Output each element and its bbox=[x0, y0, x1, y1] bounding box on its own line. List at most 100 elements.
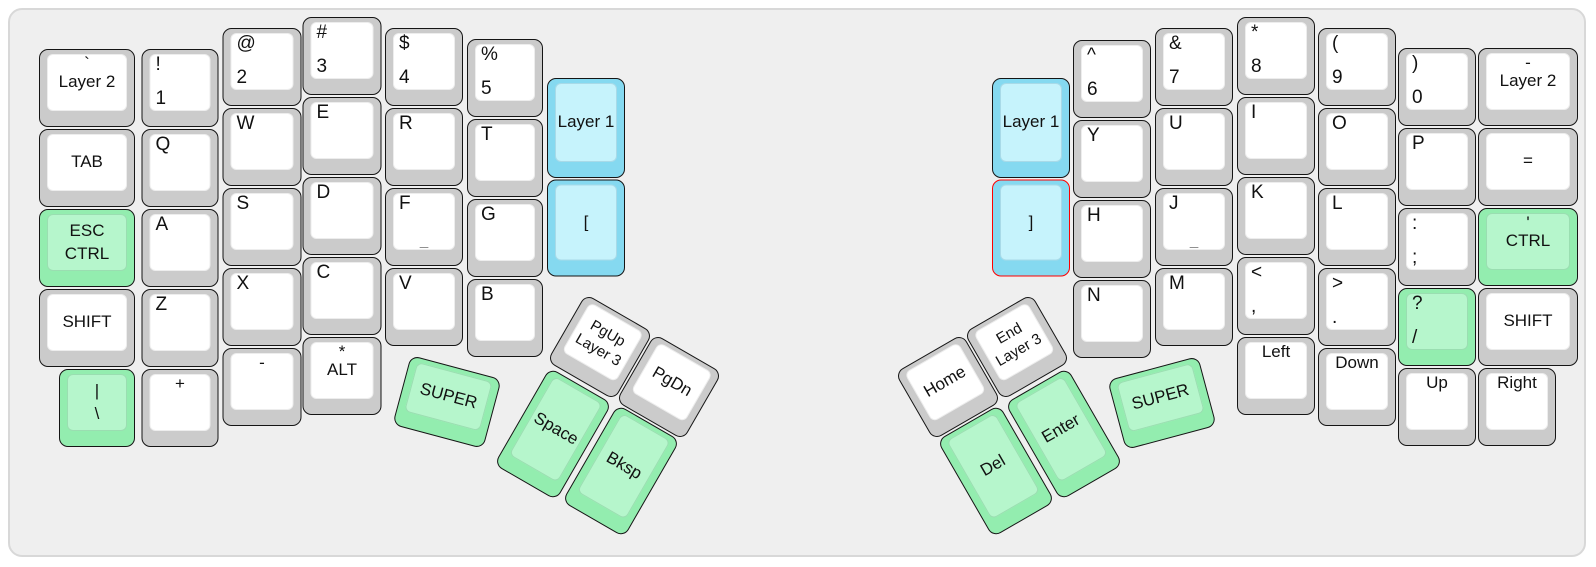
key-grave-layer2-label: ` bbox=[84, 54, 90, 73]
key-8-label: 8 bbox=[1251, 56, 1262, 78]
key-down-arrow[interactable]: Down bbox=[1318, 348, 1396, 426]
key-shift-right[interactable]: SHIFT bbox=[1478, 288, 1578, 366]
key-8[interactable]: *8 bbox=[1237, 17, 1315, 95]
key-up-arrow[interactable]: Up bbox=[1398, 368, 1476, 446]
key-a[interactable]: A bbox=[141, 209, 219, 287]
key-layer1-right-label: Layer 1 bbox=[1002, 112, 1060, 132]
key-shift-right-cap: SHIFT bbox=[1486, 293, 1570, 350]
key-r[interactable]: R bbox=[385, 108, 463, 186]
key-quote-ctrl-cap: 'CTRL bbox=[1486, 213, 1570, 270]
key-layer1-left[interactable]: Layer 1 bbox=[547, 78, 625, 178]
key-z[interactable]: Z bbox=[141, 289, 219, 367]
key-p-label: P bbox=[1412, 133, 1425, 154]
key-5[interactable]: %5 bbox=[467, 39, 543, 117]
key-esc-ctrl[interactable]: ESC CTRL bbox=[39, 209, 135, 287]
key-rbracket[interactable]: ] bbox=[992, 179, 1070, 277]
key-question-slash[interactable]: ?/ bbox=[1398, 288, 1476, 366]
key-question-slash-label: ? bbox=[1412, 293, 1423, 314]
key-i[interactable]: I bbox=[1237, 97, 1315, 175]
key-dash-layer2[interactable]: -Layer 2 bbox=[1478, 48, 1578, 126]
key-2[interactable]: @2 bbox=[222, 28, 302, 106]
key-m[interactable]: M bbox=[1155, 268, 1233, 346]
key-d[interactable]: D bbox=[302, 177, 382, 255]
key-j[interactable]: J_ bbox=[1155, 188, 1233, 266]
key-y[interactable]: Y bbox=[1073, 120, 1151, 198]
key-j-label: _ bbox=[1189, 232, 1199, 250]
key-v-cap: V bbox=[393, 273, 455, 330]
key-x-label: X bbox=[236, 273, 250, 294]
key-6[interactable]: ^6 bbox=[1073, 40, 1151, 118]
key-space-label: Space bbox=[530, 408, 582, 450]
key-f[interactable]: F_ bbox=[385, 188, 463, 266]
key-n[interactable]: N bbox=[1073, 280, 1151, 358]
key-c[interactable]: C bbox=[302, 257, 382, 335]
key-plus[interactable]: + bbox=[141, 369, 219, 447]
key-f-label: F bbox=[399, 193, 411, 214]
key-7[interactable]: &7 bbox=[1155, 28, 1233, 106]
key-rbracket-label: ] bbox=[1028, 212, 1034, 232]
key-equals-label: = bbox=[1523, 151, 1533, 171]
key-h[interactable]: H bbox=[1073, 200, 1151, 278]
key-quote-ctrl[interactable]: 'CTRL bbox=[1478, 208, 1578, 286]
key-tab-label: TAB bbox=[71, 152, 103, 172]
key-s[interactable]: S bbox=[222, 188, 302, 266]
key-k[interactable]: K bbox=[1237, 177, 1315, 255]
key-l-cap: L bbox=[1326, 193, 1388, 250]
key-2-cap: @2 bbox=[230, 33, 294, 90]
key-l[interactable]: L bbox=[1318, 188, 1396, 266]
key-x[interactable]: X bbox=[222, 268, 302, 346]
key-layer1-right[interactable]: Layer 1 bbox=[992, 78, 1070, 178]
key-e-cap: E bbox=[310, 102, 374, 159]
key-9[interactable]: (9 bbox=[1318, 28, 1396, 106]
key-comma-cap: <, bbox=[1245, 262, 1307, 319]
key-v[interactable]: V bbox=[385, 268, 463, 346]
key-3-cap: #3 bbox=[310, 22, 374, 79]
key-star-alt[interactable]: *ALT bbox=[302, 337, 382, 415]
key-0-cap: )0 bbox=[1406, 53, 1468, 110]
key-e[interactable]: E bbox=[302, 97, 382, 175]
key-3-label: 3 bbox=[316, 56, 328, 78]
key-f-label: _ bbox=[419, 232, 429, 250]
key-2-label: @ bbox=[236, 33, 256, 54]
key-p[interactable]: P bbox=[1398, 128, 1476, 206]
key-grave-layer2[interactable]: `Layer 2 bbox=[39, 49, 135, 127]
key-d-label: D bbox=[316, 182, 331, 203]
key-g-cap: G bbox=[475, 204, 535, 261]
key-m-cap: M bbox=[1163, 273, 1225, 330]
key-w[interactable]: W bbox=[222, 108, 302, 186]
key-o[interactable]: O bbox=[1318, 108, 1396, 186]
key-quote-ctrl-label: ' bbox=[1526, 213, 1530, 232]
key-7-label: & bbox=[1169, 33, 1182, 54]
key-u[interactable]: U bbox=[1155, 108, 1233, 186]
key-comma[interactable]: <, bbox=[1237, 257, 1315, 335]
key-period[interactable]: >. bbox=[1318, 268, 1396, 346]
key-c-cap: C bbox=[310, 262, 374, 319]
key-minus-left[interactable]: - bbox=[222, 348, 302, 426]
key-star-alt-cap: *ALT bbox=[310, 342, 374, 399]
key-c-label: C bbox=[316, 262, 331, 283]
key-shift-left[interactable]: SHIFT bbox=[39, 289, 135, 367]
key-y-label: Y bbox=[1087, 125, 1100, 146]
key-semicolon[interactable]: :; bbox=[1398, 208, 1476, 286]
key-equals[interactable]: = bbox=[1478, 128, 1578, 206]
key-dash-layer2-label: - bbox=[1525, 53, 1531, 72]
key-lbracket[interactable]: [ bbox=[547, 179, 625, 277]
key-b[interactable]: B bbox=[467, 279, 543, 357]
key-t[interactable]: T bbox=[467, 119, 543, 197]
key-pipe-backslash-label: | \ bbox=[94, 381, 100, 423]
key-4-label: $ bbox=[399, 33, 410, 54]
key-3[interactable]: #3 bbox=[302, 17, 382, 95]
key-i-cap: I bbox=[1245, 102, 1307, 159]
key-0[interactable]: )0 bbox=[1398, 48, 1476, 126]
key-g[interactable]: G bbox=[467, 199, 543, 277]
key-pipe-backslash[interactable]: | \ bbox=[59, 369, 135, 447]
key-1[interactable]: !1 bbox=[141, 49, 219, 127]
key-h-cap: H bbox=[1081, 205, 1143, 262]
key-shift-left-label: SHIFT bbox=[62, 312, 112, 332]
key-left-arrow[interactable]: Left bbox=[1237, 337, 1315, 415]
key-m-label: M bbox=[1169, 273, 1185, 294]
key-right-arrow[interactable]: Right bbox=[1478, 368, 1556, 446]
key-q[interactable]: Q bbox=[141, 129, 219, 207]
key-tab[interactable]: TAB bbox=[39, 129, 135, 207]
key-4[interactable]: $4 bbox=[385, 28, 463, 106]
